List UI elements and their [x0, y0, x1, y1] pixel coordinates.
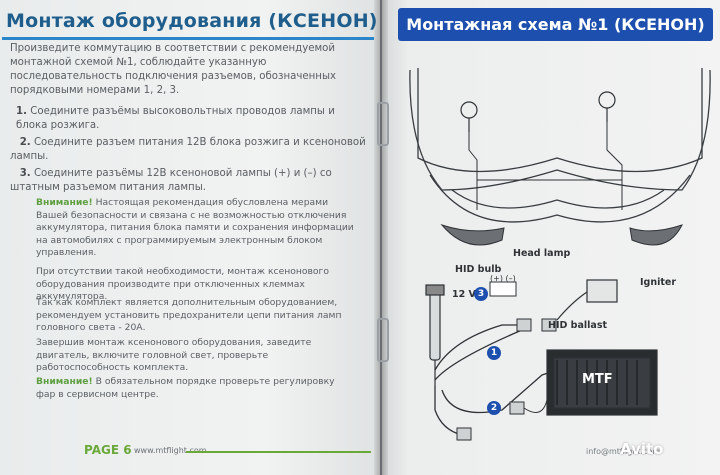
step-1-text: Соедините разъёмы высоковольтных проводо… — [16, 106, 335, 131]
warning-2-text: В обязательном порядке проверьте регулир… — [36, 376, 335, 400]
hid-bulb — [425, 284, 445, 385]
igniter — [556, 279, 618, 321]
car-outline — [409, 68, 711, 223]
staple-top — [377, 102, 389, 146]
staple-bottom — [377, 318, 389, 362]
connector-1 — [516, 318, 532, 332]
connector-1b — [541, 318, 557, 332]
paragraph-battery: При отсутствии такой необходимости, монт… — [36, 266, 329, 302]
right-bulb-icon — [598, 91, 616, 122]
step-3-number: 3. — [19, 168, 31, 179]
footer-email: info@mtflight.com — [586, 447, 661, 456]
step-1: 1. Соедините разъёмы высоковольтных пров… — [16, 105, 366, 133]
paragraph-fuse: Так как комплект является дополнительным… — [36, 297, 342, 333]
page-number: PAGE 6 — [84, 443, 132, 457]
paragraph-check: Завершив монтаж ксенонового оборудования… — [36, 337, 312, 373]
step-1-number: 1. — [16, 106, 27, 117]
step-2-number: 2. — [19, 137, 31, 148]
left-page — [0, 0, 380, 475]
label-head-lamp: Head lamp — [513, 248, 571, 259]
left-bulb-icon — [460, 101, 478, 132]
car-wiring — [468, 122, 623, 210]
page-title: Монтаж оборудования (КСЕНОН) — [6, 10, 378, 32]
intro-paragraph: Произведите коммутацию в соответствии с … — [10, 43, 337, 96]
warning-2: Внимание! В обязательном порядке проверь… — [36, 376, 356, 401]
label-polarity: (+) (–) — [490, 274, 516, 283]
warning-1: Внимание! Настоящая рекомендация обуслов… — [36, 197, 356, 260]
badge-1: 1 — [487, 346, 501, 360]
warning-1-text: Настоящая рекомендация обусловлена мерам… — [36, 197, 354, 258]
label-hid-bulb: HID bulb — [455, 264, 502, 275]
badge-3: 3 — [474, 287, 488, 301]
title-divider — [2, 37, 374, 40]
ballast-logo: MTF — [582, 372, 613, 387]
left-head-lamp — [440, 223, 505, 246]
wiring-diagram: MTF — [409, 68, 711, 441]
power-terminal — [489, 281, 517, 297]
diagram-banner: Монтажная схема №1 (КСЕНОН) — [398, 8, 713, 41]
label-hid-ballast: HID ballast — [548, 320, 608, 331]
footer-url: www.mtflight.com — [134, 446, 207, 455]
badge-2: 2 — [487, 401, 501, 415]
hid-cables — [434, 324, 558, 436]
footer-divider — [186, 451, 371, 453]
step-2: 2. Соедините разъем питания 12В блока ро… — [10, 136, 372, 164]
warning-1-label: Внимание! — [36, 197, 93, 208]
label-12v: 12 V — [452, 289, 476, 300]
connector-2 — [509, 401, 525, 415]
step-3: 3. Соедините разъёмы 12В ксеноновой ламп… — [10, 167, 372, 195]
warning-2-label: Внимание! — [36, 376, 93, 387]
right-head-lamp — [629, 224, 683, 246]
step-2-text: Соедините разъем питания 12В блока розжи… — [10, 137, 366, 162]
hid-ballast — [546, 349, 658, 416]
diagram-title: Монтажная схема №1 (КСЕНОН) — [406, 15, 705, 34]
step-3-text: Соедините разъёмы 12В ксеноновой лампы (… — [10, 168, 332, 193]
label-igniter: Igniter — [640, 277, 677, 288]
avito-watermark: Avito — [620, 440, 664, 458]
connector-2a — [456, 427, 472, 441]
